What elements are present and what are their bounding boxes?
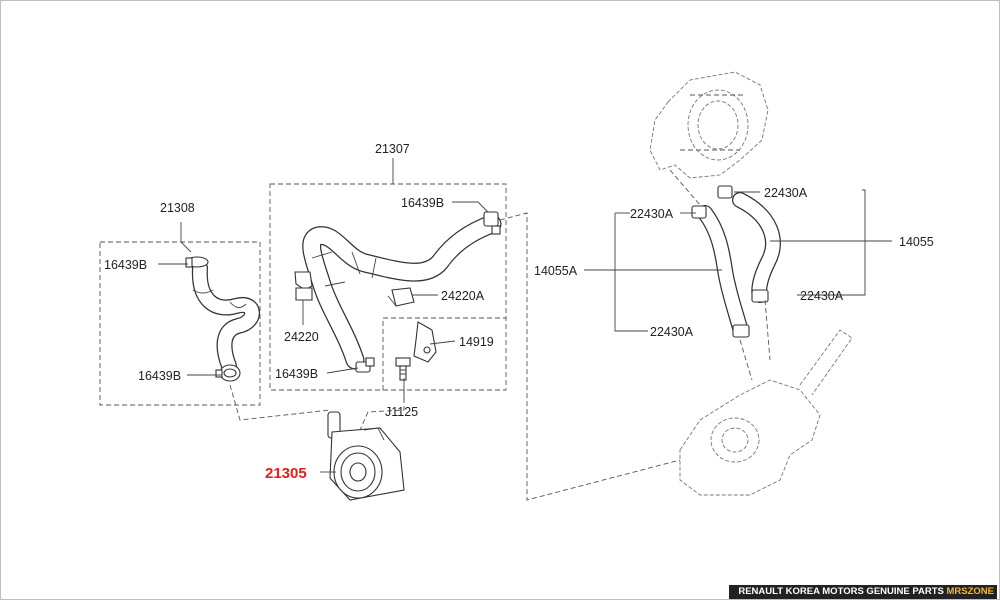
label-14055: 14055 [899,235,934,249]
label-16439B-lower: 16439B [275,367,318,381]
hose-14055[interactable] [732,192,781,303]
label-22430A-left: 22430A [630,207,674,221]
throttle-body-outline [649,71,769,179]
label-14919: 14919 [459,335,494,349]
clamp-22430A-right[interactable] [751,289,769,303]
bracket-24220[interactable] [294,271,313,301]
label-16439B-left-top: 16439B [104,258,147,272]
label-14055A: 14055A [534,264,578,278]
group-box-21308 [99,241,261,406]
label-22430A-top: 22430A [764,186,808,200]
clamp-16439B-left-top[interactable] [185,256,209,268]
label-24220: 24220 [284,330,319,344]
label-16439B-left-bottom: 16439B [138,369,181,383]
water-pump-outline [679,329,853,496]
clamp-22430A-left[interactable] [691,205,707,219]
label-22430A-right: 22430A [800,289,844,303]
hose-21307[interactable] [302,214,502,370]
oil-cooler-21305[interactable] [327,411,405,501]
label-21307: 21307 [375,142,410,156]
clamp-22430A-top[interactable] [717,185,733,199]
clamp-22430A-bottom[interactable] [732,324,750,338]
clamp-16439B-lower-middle[interactable] [355,357,375,373]
clamp-16439B-upper-right[interactable] [483,211,501,235]
bolt-J1125[interactable] [395,357,411,381]
hose-14055A[interactable] [697,205,748,336]
clamp-16439B-left-bottom[interactable] [215,364,241,382]
label-24220A: 24220A [441,289,485,303]
group-box-21307 [269,183,507,391]
footer-text: RENAULT KOREA MOTORS GENUINE PARTS [738,586,947,597]
label-21308: 21308 [160,201,195,215]
group-box-21307-lower [382,317,506,390]
label-21305[interactable]: 21305 [265,465,307,482]
label-22430A-bottom: 22430A [650,325,694,339]
label-16439B-upper: 16439B [401,196,444,210]
clip-24220A[interactable] [387,287,415,307]
footer-brand: MRSZONE [946,586,995,597]
label-J1125: J1125 [385,405,418,419]
hose-21308[interactable] [191,260,260,374]
footer-brand-bar: RENAULT KOREA MOTORS GENUINE PARTS MRSZO… [729,585,997,599]
bracket-14919[interactable] [413,321,437,363]
